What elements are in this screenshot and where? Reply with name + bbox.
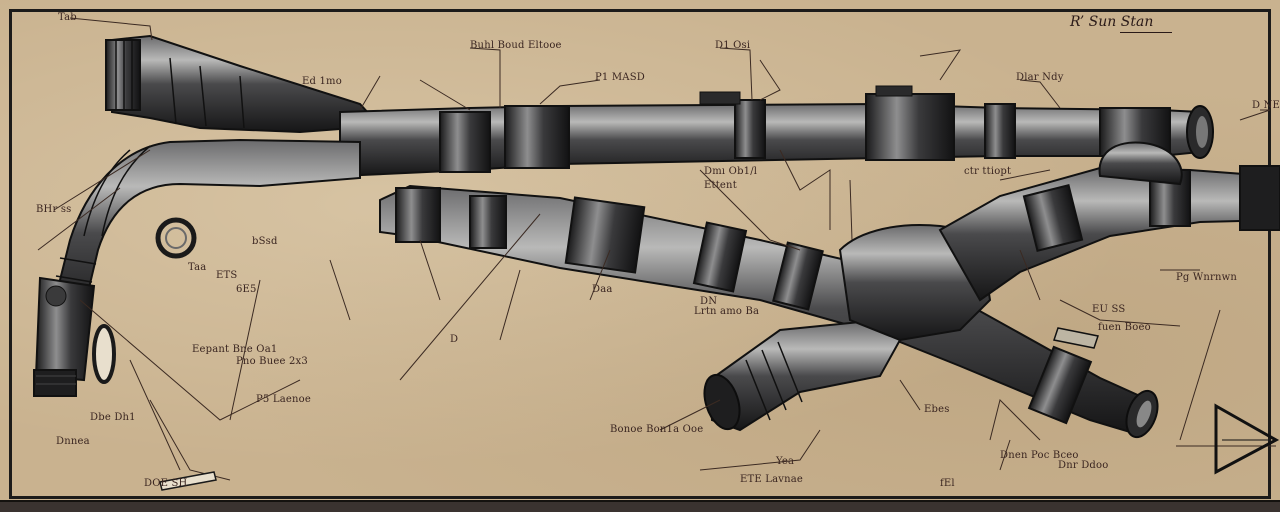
label-l04: Ed 1mo [302, 76, 342, 87]
bottom-bar [0, 500, 1280, 512]
leader-lines [37, 17, 1276, 481]
label-l29: Dnr Ddoo [1058, 460, 1109, 471]
label-l18: Lrtn amo Ba [694, 306, 760, 317]
ring-part-lower [92, 324, 116, 384]
lower-weapon [379, 141, 1280, 439]
label-l16: Daa [592, 284, 613, 295]
label-l35: fEl [940, 478, 955, 489]
label-l34: ETE Lavnae [740, 474, 804, 485]
label-l06: Dlar Ndy [1016, 72, 1064, 83]
label-l28: Bonoe Bon1a Ooe [610, 424, 704, 435]
drawing-border [9, 9, 1271, 499]
title-block: R’ Sun Stan [1070, 14, 1154, 30]
label-l24: Pno Buee 2x3 [236, 356, 308, 367]
label-l02: Buhl Boud Eltooe [470, 40, 562, 51]
label-l30: Dnnea [56, 436, 90, 447]
label-l23: Eepant Bne Oa1 [192, 344, 278, 355]
label-l31: Dnen Poc Bceo [1000, 450, 1079, 461]
title-underline [1120, 32, 1172, 33]
lower-elbow [1098, 141, 1183, 186]
label-l13: Taa [188, 262, 207, 273]
upper-collar-1 [439, 111, 491, 173]
stylus-sketch [159, 471, 217, 491]
upper-bent-pipe [48, 138, 361, 328]
label-l25: P5 Laenoe [256, 394, 311, 405]
label-l27: Ebes [924, 404, 950, 415]
label-l15: 6E5 [236, 284, 257, 295]
label-l11: BHr ss [36, 204, 72, 215]
label-l03: D1 Osi [715, 40, 751, 51]
upper-rear-cap [105, 39, 141, 111]
label-l32: DOE SH [144, 478, 188, 489]
upper-base-foot [33, 369, 77, 397]
upper-collar-4 [865, 93, 955, 161]
label-l22: D [450, 334, 459, 345]
label-l33: Yea [776, 456, 795, 467]
label-l26: Dbe Dh1 [90, 412, 136, 423]
upper-collar-2 [504, 105, 570, 169]
upper-collar-5 [984, 103, 1016, 159]
label-l12: bSsd [252, 236, 278, 247]
label-l10: ctr ttiopt [964, 166, 1012, 177]
ring-part-upper [155, 217, 197, 259]
label-l05: P1 MASD [595, 72, 645, 83]
label-l09: Ettent [704, 180, 737, 191]
label-l17: DN [700, 296, 718, 307]
label-l20: EU SS [1092, 304, 1126, 315]
triangle-symbol [1214, 403, 1280, 475]
label-l07: D NE [1252, 100, 1280, 111]
label-l21: fuen Boeo [1098, 322, 1151, 333]
label-l01: Tab [58, 12, 77, 23]
upper-collar-3 [734, 99, 766, 159]
label-l08: Dmı Ob1/l [704, 166, 758, 177]
label-l14: ETS [216, 270, 238, 281]
label-l19: Pg Wnrnwn [1176, 272, 1238, 283]
